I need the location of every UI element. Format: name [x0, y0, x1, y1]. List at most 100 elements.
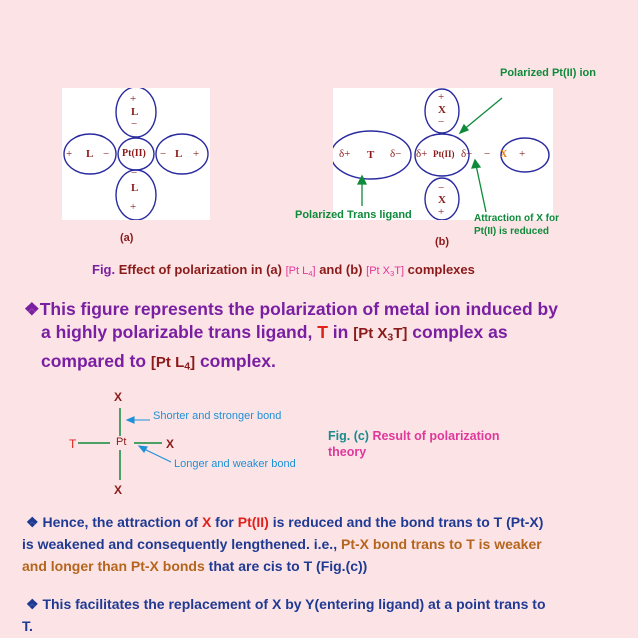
fig-c-right-X: X: [166, 437, 175, 451]
figure-a-metal-circle: [117, 137, 155, 171]
figure-a-left-ligand-circle: [63, 133, 117, 175]
arrow-polarized-trans-head: [356, 174, 368, 185]
figure-a-diagram: [63, 88, 209, 220]
formula-a-main: [Pt L: [285, 265, 309, 277]
bullet-1-marker-icon: ❖: [24, 299, 40, 319]
fig-c-left-T: T: [69, 437, 77, 451]
fig-a-left-plus: +: [66, 148, 73, 160]
bullet-1-trans-T: T: [317, 322, 328, 342]
fig-c-arrow-longer: [141, 447, 172, 463]
bullet-1-in: in: [332, 322, 349, 342]
figure-b-panel: [333, 88, 553, 220]
figure-b-bottom-ligand-circle: [424, 177, 460, 220]
bullet-2-marker-icon: ❖: [26, 514, 39, 530]
figure-caption-text1: Effect of polarization in (a): [118, 262, 282, 277]
figure-a-right-ligand-circle: [155, 133, 209, 175]
fig-c-caption: Fig. (c) Result of polarization theory: [328, 428, 528, 460]
fig-c-center-Pt: Pt: [116, 436, 127, 448]
fig-b-metal-delta-minus: δ−: [461, 148, 473, 160]
fig-a-left-minus: −: [103, 148, 110, 160]
annotation-polarized-trans-ligand: Polarized Trans ligand: [295, 209, 412, 221]
figure-caption-text3: complexes: [407, 262, 475, 277]
bullet-1-formula-main: [Pt X: [353, 325, 388, 342]
fig-c-annotation-shorter: Shorter and stronger bond: [153, 410, 282, 422]
bullet-1-line-3-text: compared to: [41, 350, 147, 371]
bullet-2-line-2: is weakened and consequently lengthened.…: [22, 533, 626, 555]
bullet-2-X: X: [201, 514, 212, 530]
fig-c-bottom-X: X: [114, 483, 123, 497]
fig-a-right-L: L: [175, 148, 183, 160]
fig-b-top-X: X: [438, 104, 446, 116]
bullet-2-brown-1: Pt-X bond trans to T is weaker: [340, 536, 542, 552]
fig-a-top-plus: +: [130, 93, 137, 105]
figure-b-top-ligand-circle: [424, 88, 460, 134]
bullet-2-text-1: Hence, the attraction of: [42, 514, 199, 530]
fig-a-top-L: L: [131, 106, 139, 118]
fig-b-right-X: X: [500, 149, 508, 160]
bullet-1-formula-2-end: ]: [190, 353, 196, 371]
fig-b-trans-T: T: [367, 149, 375, 161]
bullet-1-formula-sub: 3: [387, 331, 394, 344]
bullet-2: ❖ Hence, the attraction of X for Pt(II) …: [22, 511, 626, 577]
fig-c-annotation-longer: Longer and weaker bond: [174, 458, 296, 470]
bullet-1-formula-end: T]: [393, 325, 408, 342]
fig-a-right-plus: +: [193, 148, 200, 160]
bullet-1-line-2-text: a highly polarizable trans ligand,: [41, 322, 313, 342]
figure-b-trans-ligand-circle: [333, 130, 412, 180]
figure-a-panel: [62, 88, 210, 220]
fig-c-top-X: X: [114, 390, 123, 404]
bullet-1-line-3-end: complex.: [199, 350, 276, 371]
figure-b-metal-circle: [414, 133, 470, 177]
bullet-2-brown-2: and longer than Pt-X bonds: [22, 558, 205, 574]
bullet-1: ❖This figure represents the polarization…: [24, 298, 624, 378]
figure-caption-formula-a: [Pt L4]: [285, 265, 316, 278]
figure-b-label: (b): [435, 236, 450, 248]
bullet-2-Pt: Pt(II): [237, 514, 269, 530]
formula-a-end: ]: [312, 265, 316, 277]
fig-c-arrow-longer-head: [137, 445, 148, 453]
fig-c-caption-text: Result of polarization theory: [328, 429, 500, 459]
fig-b-top-plus: +: [438, 91, 445, 103]
formula-b-end: T]: [394, 265, 405, 277]
bullet-1-line-3: compared to [Pt L4] complex.: [24, 350, 624, 379]
fig-a-center-metal: Pt(II): [122, 148, 146, 159]
formula-a-sub: 4: [308, 268, 313, 278]
figure-b-diagram: [333, 88, 550, 220]
bullet-1-formula: [Pt X3T]: [353, 325, 408, 344]
arrow-attraction-head: [471, 158, 482, 169]
bullet-2-for: for: [215, 514, 234, 530]
arrow-polarized-pt-head: [458, 123, 470, 135]
fig-b-right-plus: +: [519, 148, 526, 160]
bullet-2-line-3: and longer than Pt-X bonds that are cis …: [22, 555, 626, 577]
fig-c-arrow-shorter-head: [125, 416, 135, 424]
bullet-2-text-4: that are cis to T (Fig.(c)): [208, 558, 368, 574]
fig-b-center-metal: Pt(II): [433, 149, 455, 159]
fig-b-trans-delta-minus: δ−: [390, 148, 402, 160]
formula-b-main: [Pt X: [366, 265, 390, 277]
figure-caption: Fig. Effect of polarization in (a) [Pt L…: [92, 262, 475, 278]
fig-c-caption-prefix: Fig. (c): [328, 429, 369, 443]
arrow-attraction: [475, 164, 487, 213]
bullet-1-line-2: a highly polarizable trans ligand, T in …: [24, 321, 624, 350]
fig-b-bottom-plus: +: [438, 206, 445, 218]
arrow-polarized-pt: [461, 97, 503, 132]
formula-b-sub: 3: [389, 268, 395, 278]
figure-caption-formula-b: [Pt X3T]: [366, 265, 405, 278]
fig-a-left-L: L: [86, 148, 94, 160]
bullet-1-formula-2-sub: 4: [184, 360, 191, 373]
fig-a-top-minus: −: [131, 118, 138, 130]
fig-a-right-minus: −: [160, 148, 167, 160]
fig-a-bottom-minus: −: [131, 167, 138, 179]
annotation-attraction-reduced: Attraction of X for Pt(II) is reduced: [474, 213, 559, 237]
fig-b-metal-delta-plus: δ+: [416, 148, 428, 160]
fig-b-top-minus: −: [438, 116, 445, 128]
figure-caption-text2: and (b): [319, 262, 363, 277]
bullet-3-line-1: ❖ This facilitates the replacement of X …: [26, 593, 626, 615]
figure-b-right-ligand-circle: [500, 137, 550, 173]
bullet-1-formula-2: [Pt L4]: [151, 353, 196, 373]
bullet-3-line-1-text: This facilitates the replacement of X by…: [42, 596, 546, 612]
bullet-2-line-1: ❖ Hence, the attraction of X for Pt(II) …: [26, 511, 626, 533]
fig-b-trans-delta-plus: δ+: [339, 148, 351, 160]
